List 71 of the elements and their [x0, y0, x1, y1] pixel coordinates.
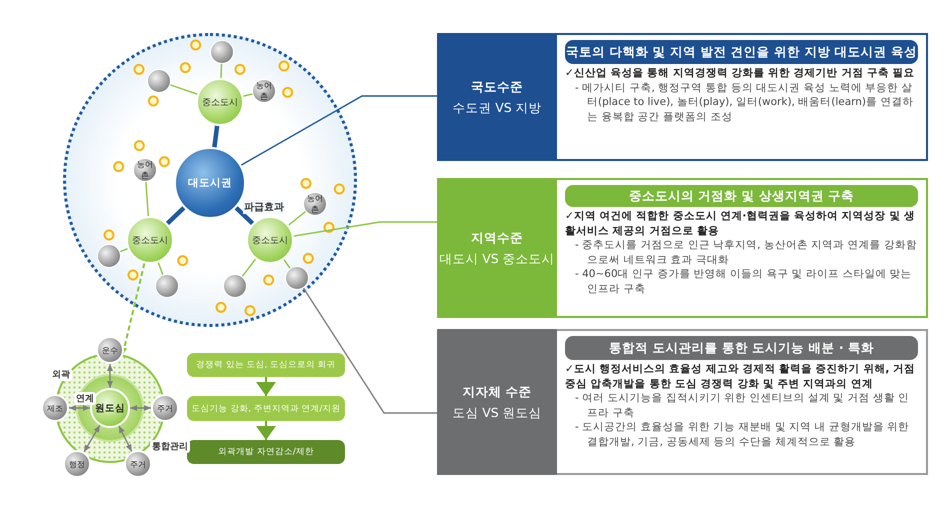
- connector-line: [234, 206, 254, 226]
- village-circle: [210, 40, 234, 64]
- connector-line: [220, 64, 222, 78]
- village-circle: 농어촌: [303, 192, 327, 216]
- level-box: [437, 329, 557, 475]
- connector-line: [120, 248, 128, 252]
- detail-text: - 도시공간의 효율성을 위한 기능 재분배 및 지역 내 균형개발을 위한 결합개발, 기금, 공동세제 등의 수단을 체계적으로 활용: [574, 420, 910, 449]
- detail-text: - 중추도시를 거점으로 인근 낙후지역, 농산어촌 지역과 연계를 강화함으로써 네트워크 효과 극대화: [574, 238, 918, 267]
- info-panel: [437, 33, 928, 161]
- area-label: 연계: [74, 392, 96, 405]
- info-panel: [437, 329, 928, 475]
- level-title: 국도수준: [471, 78, 523, 96]
- key-point-text: ✓신산업 육성을 통해 지역경쟁력 강화를 위한 경제기반 거점 구축 필요: [565, 66, 916, 80]
- arrow: [118, 426, 132, 452]
- connector-line: [283, 259, 291, 269]
- arrow: [130, 405, 151, 411]
- city-circle: 중소도시: [196, 78, 244, 126]
- village-circle: 농어촌: [133, 158, 157, 182]
- leader-line: [302, 288, 437, 414]
- village-circle: [223, 274, 247, 298]
- function-circle: 주거: [151, 394, 179, 422]
- arrow: [256, 377, 276, 396]
- area-label: 외곽: [50, 368, 72, 381]
- flow-box: 경쟁력 있는 도심, 도심으로의 회귀: [187, 353, 345, 377]
- village-circle: [97, 244, 121, 268]
- connector-line: [166, 206, 186, 226]
- heading-bar: 중소도시의 거점화 및 상생지역권 구축: [565, 185, 918, 207]
- detail-text: - 40~60대 인구 증가를 반영해 이들의 욕구 및 라이프 스타일에 맞는 인프라 구축: [574, 267, 913, 296]
- arrow: [84, 424, 100, 452]
- flow-box: 도심기능 강화, 주변지역과 연계/지원: [187, 396, 345, 421]
- village-circle: [147, 69, 171, 93]
- village-circle: 농어촌: [252, 79, 276, 103]
- function-circle: 주거: [124, 450, 152, 478]
- level-title: 지자체 수준: [462, 383, 532, 401]
- level-subtitle: 도심 VS 원도심: [452, 404, 542, 422]
- level-subtitle: 수도권 VS 지방: [452, 99, 542, 117]
- connector-line: [288, 210, 306, 226]
- detail-text: - 여러 도시기능을 집적시키기 위한 인센티브의 설계 및 거점 생활 인프라 구축: [574, 391, 910, 420]
- village-circle: [155, 274, 179, 298]
- connector-line: [170, 84, 198, 95]
- heading-bar: 국토의 다핵화 및 지역 발전 견인을 위한 지방 대도시권 육성: [565, 40, 918, 64]
- connector-line: [145, 182, 149, 216]
- connector-line: [158, 262, 164, 275]
- key-point-text: ✓지역 여건에 적합한 중소도시 연계·협력권을 육성하여 지역성장 및 생활서비스 제공의 거점으로 활용: [565, 209, 916, 238]
- village-circle: [285, 266, 309, 290]
- detail-text: - 메가시티 구축, 행정구역 통합 등의 대도시권 육성 노력에 부응한 살터(place to live), 놀터(play), 일터(work), 배움터(learn)를 연결하는 융복합 공간 플랫폼의 조성: [574, 80, 914, 124]
- city-circle: 중소도시: [246, 216, 294, 264]
- ring-circle: [76, 374, 144, 442]
- flow-box: 외곽개발 자연감소/제한: [187, 440, 345, 464]
- leader-line: [240, 95, 437, 166]
- connector-line: [212, 126, 220, 148]
- function-circle: 행정: [63, 450, 91, 478]
- connector-line: [243, 93, 253, 97]
- edge-label: 파급효과: [243, 200, 285, 214]
- connector-line: [242, 258, 256, 277]
- heading-bar: 통합적 도시관리를 통한 도시기능 배분 · 특화: [565, 336, 918, 360]
- arrow: [121, 263, 146, 355]
- level-subtitle: 대도시 VS 중소도시: [439, 250, 555, 268]
- level-box: [437, 33, 557, 161]
- function-circle: 제조: [41, 394, 69, 422]
- level-box: [437, 178, 557, 318]
- key-point-text: ✓도시 행정서비스의 효율성 제고와 경제적 활력을 증진하기 위해, 거점 중심 압축개발을 통한 도심 경쟁력 강화 및 주변 지역과의 연계: [565, 362, 916, 391]
- function-circle: 운수: [96, 336, 124, 364]
- arrow: [69, 405, 90, 411]
- city-circle: 중소도시: [126, 216, 174, 264]
- arrow: [256, 421, 276, 440]
- info-panel: [437, 178, 928, 318]
- area-label: 통합관리: [150, 440, 190, 453]
- arrow: [107, 364, 113, 388]
- level-title: 지역수준: [471, 229, 523, 247]
- leader-line: [294, 221, 437, 237]
